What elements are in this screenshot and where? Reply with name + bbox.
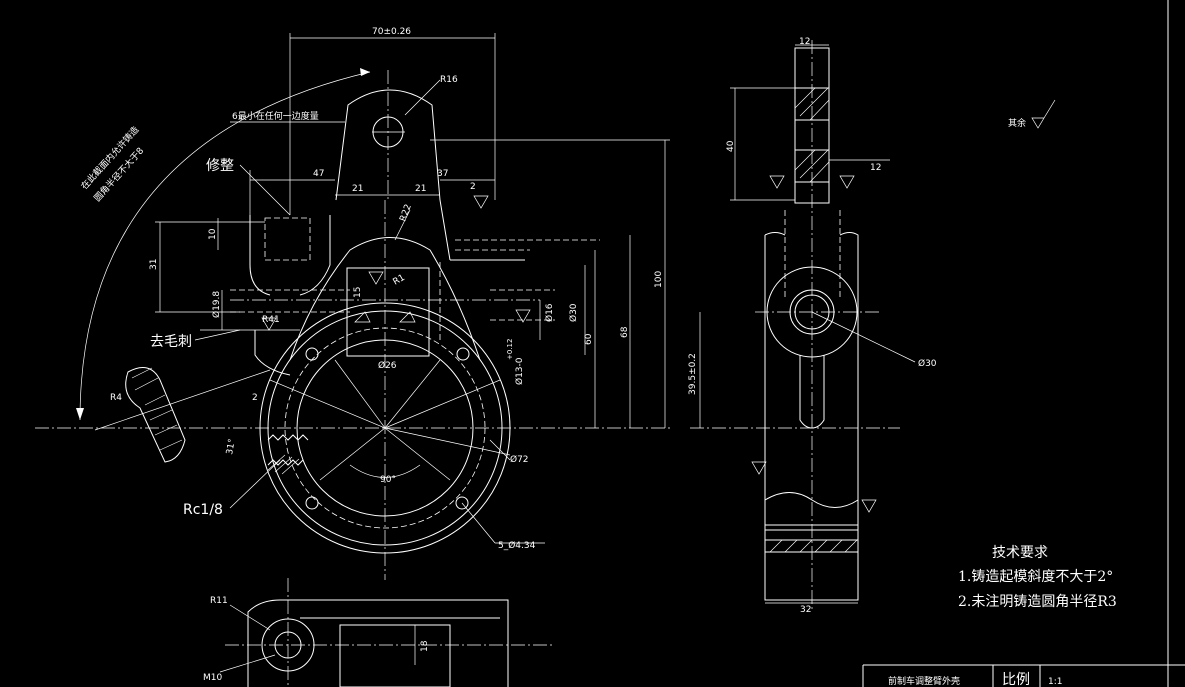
trim-note: 修整 xyxy=(206,158,234,174)
side-hub-bore xyxy=(789,289,835,335)
side-lug xyxy=(794,47,830,204)
title-block: 前制车调整臂外壳 比例 1:1 xyxy=(888,672,1062,687)
rest-finish-symbol xyxy=(1031,117,1045,129)
dim-68: 68 xyxy=(620,326,630,338)
dim-r1: R1 xyxy=(392,273,407,288)
dim-47: 47 xyxy=(313,169,324,179)
dim-15: 15 xyxy=(353,287,363,298)
bolt-hole-1 xyxy=(305,347,319,361)
dim-r11: R11 xyxy=(210,596,228,606)
title-part-name: 前制车调整臂外壳 xyxy=(888,675,960,687)
dim-side-12top: 12 xyxy=(799,37,810,47)
gear-teeth xyxy=(267,434,309,441)
bottom-bore xyxy=(274,631,302,659)
side-hub xyxy=(766,266,858,358)
dim-100: 100 xyxy=(654,271,664,288)
small-note: 6最小在任何一边度量 xyxy=(232,110,319,122)
bottom-outline xyxy=(247,599,509,687)
side-lug-hatch-1 xyxy=(794,87,830,121)
dim-2b: 2 xyxy=(252,393,258,403)
dim-side-39: 39.5±0.2 xyxy=(688,353,698,395)
bottom-view xyxy=(219,578,555,687)
dim-holes: 5_Ø4.34 xyxy=(498,540,536,551)
bolt-circle xyxy=(284,327,486,529)
dim-phi16: Ø16 xyxy=(544,303,555,322)
bolt-hole-3 xyxy=(305,496,319,510)
title-scale-value: 1:1 xyxy=(1048,677,1062,687)
top-lug-outline xyxy=(335,89,441,201)
bottom-boss xyxy=(261,618,315,672)
dim-2: 2 xyxy=(470,182,476,192)
tech-item-2: 2.未注明铸造圆角半径R3 xyxy=(958,594,1117,610)
dim-phi30: Ø30 xyxy=(568,303,579,322)
dim-31: 31 xyxy=(149,259,159,270)
bolt-hole-2 xyxy=(456,347,470,361)
dim-rc: Rc1/8 xyxy=(183,502,223,518)
wheel-inner xyxy=(296,339,474,517)
dim-90deg: 90° xyxy=(380,475,396,485)
side-bottom-hatch xyxy=(769,539,858,553)
dim-side-12b: 12 xyxy=(870,163,881,173)
note-arc xyxy=(79,71,371,421)
dim-10: 10 xyxy=(208,228,218,240)
dim-21b: 21 xyxy=(415,184,426,194)
dim-37: 37 xyxy=(437,169,448,179)
dim-21a: 21 xyxy=(352,184,363,194)
dim-31deg: 31° xyxy=(225,438,238,455)
dim-phi13: Ø13-0 xyxy=(514,357,525,385)
dim-m10: M10 xyxy=(203,673,222,683)
dim-side-40: 40 xyxy=(726,140,736,152)
wheel-rim xyxy=(267,310,503,546)
dim-phi72: Ø72 xyxy=(510,454,529,465)
dim-tol: +0.12 xyxy=(506,339,514,360)
title-scale-label: 比例 xyxy=(1002,672,1030,687)
dim-60: 60 xyxy=(584,333,594,345)
dim-side-32: 32 xyxy=(800,605,811,615)
neck-outline xyxy=(289,237,481,361)
note-texts: 在此截面内允许铸造 圆角半径不大于8 6最小在任何一边度量 修整 去毛刺 其余 xyxy=(78,99,1056,350)
dim-phi19: Ø19.8 xyxy=(211,291,222,318)
dim-overall-width: 70±0.26 xyxy=(372,27,411,37)
rest-note: 其余 xyxy=(1008,117,1026,129)
tech-heading: 技术要求 xyxy=(992,545,1048,561)
tech-item-1: 1.铸造起模斜度不大于2° xyxy=(958,569,1113,585)
front-view xyxy=(35,33,670,580)
bolt-hole-4 xyxy=(455,496,469,510)
dim-r22: R22 xyxy=(398,203,413,223)
dim-18: 18 xyxy=(420,640,430,652)
dim-side-phi30: Ø30 xyxy=(918,358,937,369)
side-view xyxy=(690,40,916,610)
dimension-texts: 70±0.26 R16 47 37 21 21 2 31 10 Ø19.8 R4… xyxy=(110,27,937,683)
technical-requirements: 技术要求 1.铸造起模斜度不大于2° 2.未注明铸造圆角半径R3 xyxy=(958,545,1117,610)
deburr-note: 去毛刺 xyxy=(150,334,192,350)
dim-r4: R4 xyxy=(110,393,122,403)
center-window xyxy=(346,267,430,357)
dim-phi26: Ø26 xyxy=(378,360,397,371)
side-lug-hatch-2 xyxy=(794,149,830,183)
r4-section xyxy=(125,367,186,463)
dim-r16: R16 xyxy=(440,75,458,85)
dim-r41: R41 xyxy=(262,315,280,325)
side-body xyxy=(764,232,859,601)
wheel-outer xyxy=(259,302,511,554)
